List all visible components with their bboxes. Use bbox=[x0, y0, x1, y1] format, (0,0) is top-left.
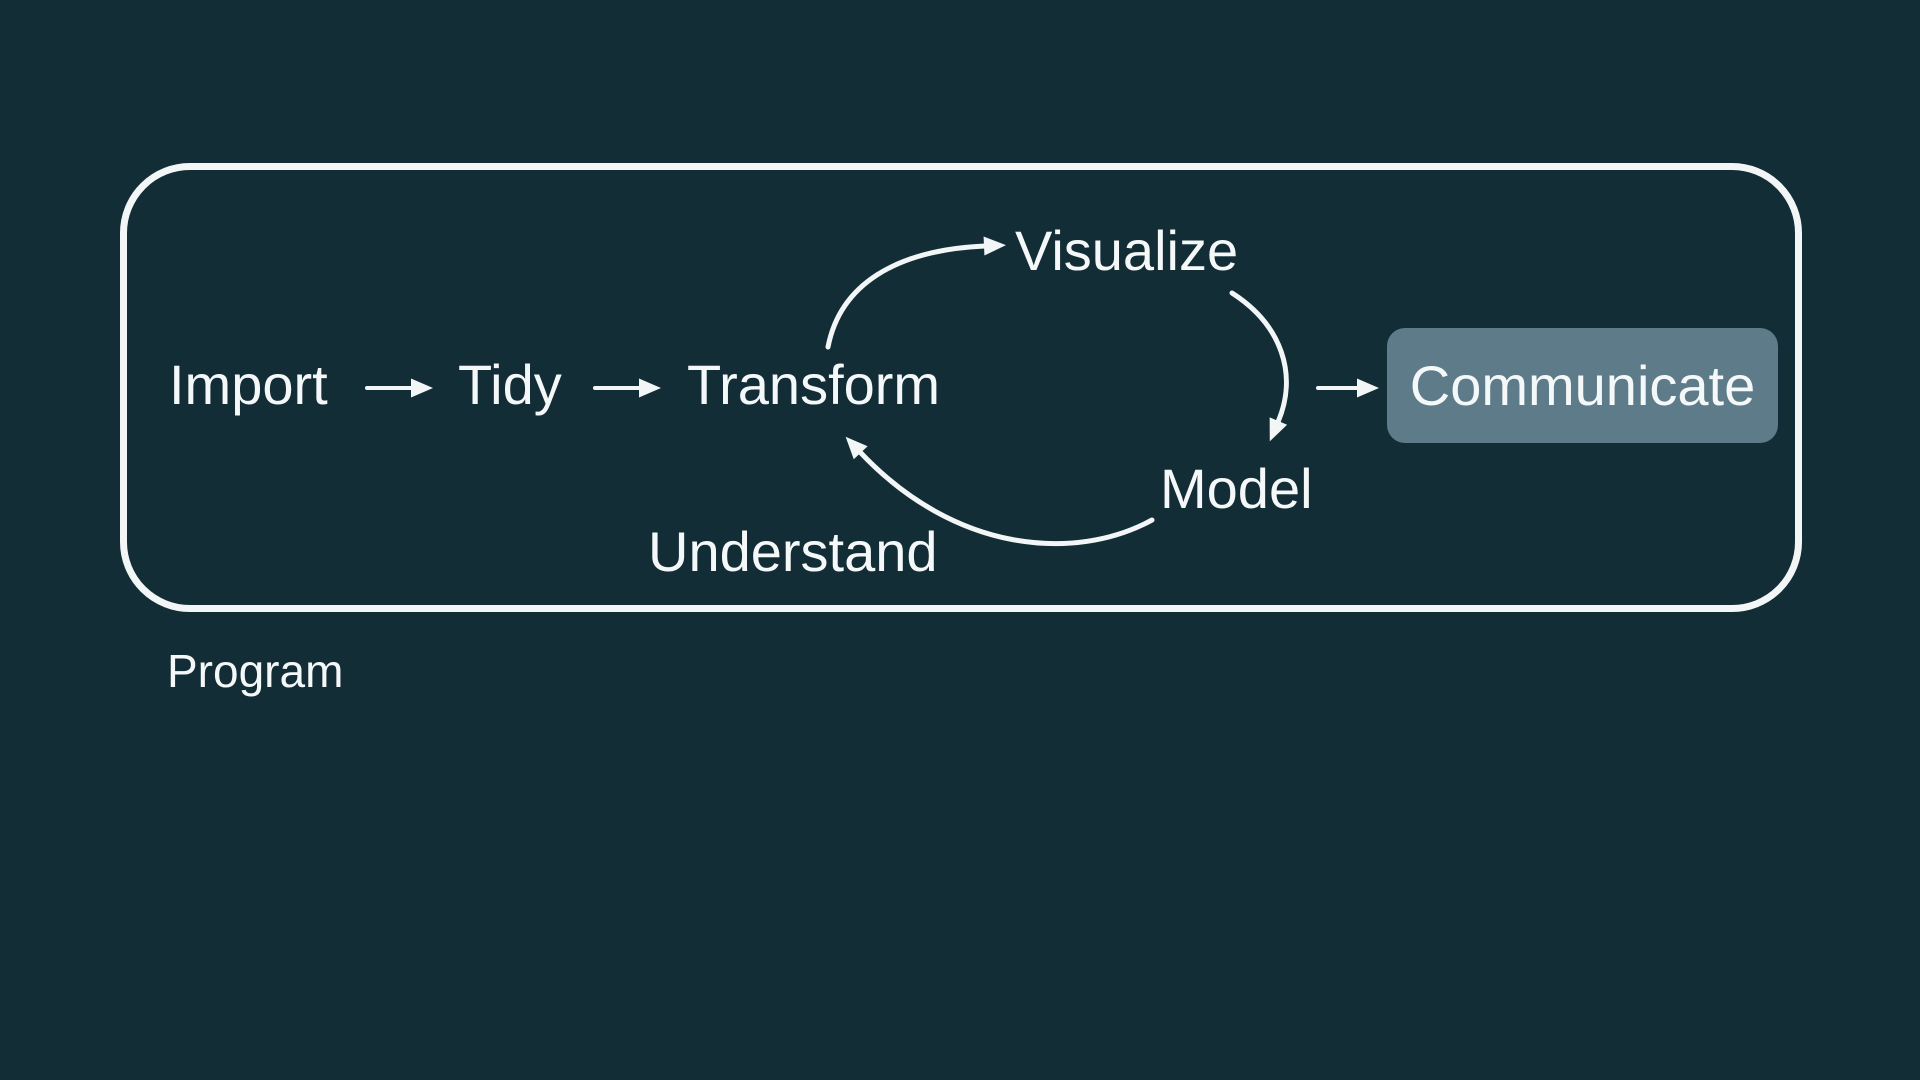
node-transform: Transform bbox=[687, 353, 941, 416]
node-model: Model bbox=[1160, 457, 1313, 520]
arrow-transform-visualize bbox=[825, 236, 1006, 350]
node-import: Import bbox=[169, 353, 328, 416]
understand-label: Understand bbox=[648, 520, 938, 583]
node-tidy: Tidy bbox=[458, 353, 562, 416]
program-group-box bbox=[120, 163, 1802, 612]
node-communicate-box: Communicate bbox=[1387, 328, 1778, 443]
arrow-visualize-model bbox=[1229, 290, 1289, 442]
node-communicate: Communicate bbox=[1409, 353, 1756, 417]
arrow-model-transform bbox=[845, 436, 1155, 547]
node-visualize: Visualize bbox=[1015, 219, 1239, 282]
program-label: Program bbox=[167, 645, 344, 697]
